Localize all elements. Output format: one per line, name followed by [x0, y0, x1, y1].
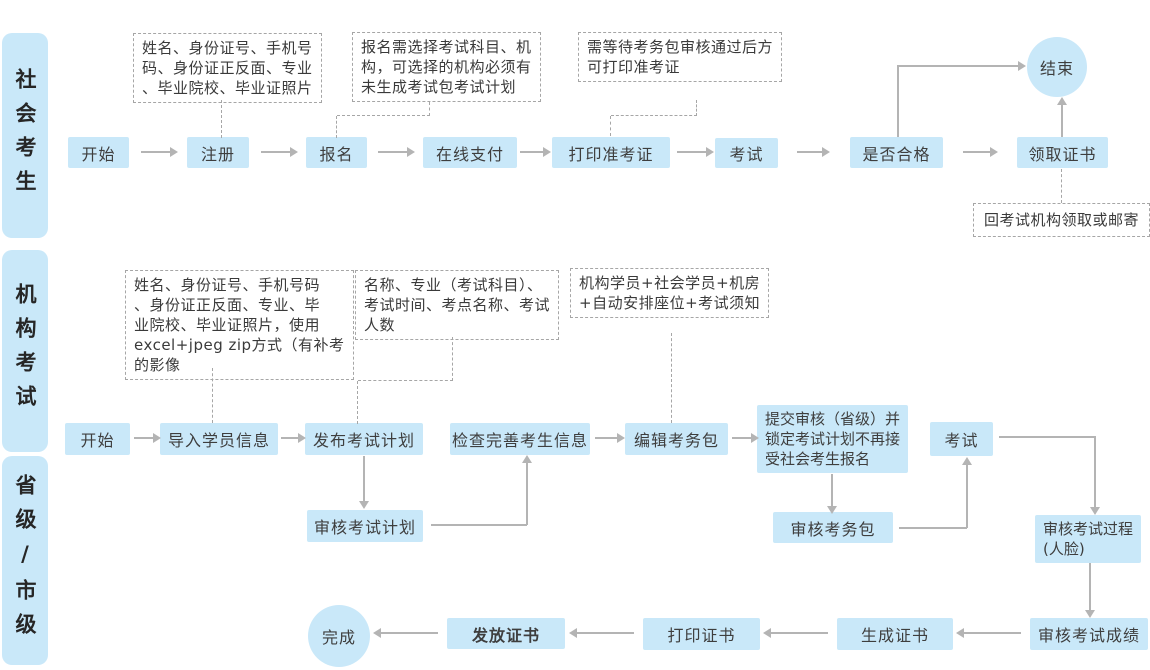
node-issue-certificate: 发放证书	[447, 618, 565, 649]
arrow-start-to-register	[141, 147, 178, 157]
arrow-print-to-exam	[677, 147, 714, 157]
arrow-pay-to-print	[520, 147, 551, 157]
node-submit-for-review: 提交审核（省级）并 锁定考试计划不再接 受社会考生报名	[757, 405, 909, 473]
node-review-exam-process-face: 审核考试过程 (人脸)	[1035, 515, 1142, 563]
arrow-check-to-edit	[595, 433, 625, 443]
note-registration-fields: 姓名、身份证号、手机号 码、身份证正反面、专业 、毕业院校、毕业证照片	[133, 33, 322, 103]
arrow-pass-to-end	[897, 61, 1026, 71]
note-exam-package-contents: 机构学员+社会学员+机房 +自动安排座位+考试须知	[570, 268, 770, 318]
node-start-social: 开始	[68, 137, 129, 168]
connector-plan-note-v1	[452, 337, 453, 381]
lane-label-institution-exam: 机构考试	[2, 250, 48, 452]
lane-label-text: 社会考生	[13, 67, 37, 204]
arrow-signup-to-pay	[378, 147, 415, 157]
node-online-payment: 在线支付	[423, 137, 517, 168]
node-review-exam-scores: 审核考试成绩	[1030, 618, 1148, 650]
arrow-exam-to-pass	[797, 147, 830, 157]
node-print-certificate: 打印证书	[643, 618, 760, 650]
connector-plan-note-h	[358, 380, 453, 381]
lane-label-provincial-municipal: 省级/市级	[2, 456, 48, 665]
node-review-exam-package: 审核考务包	[773, 512, 893, 543]
connector-signup-note-v1	[429, 102, 430, 116]
node-review-exam-plan: 审核考试计划	[307, 510, 423, 542]
lane-label-social-candidates: 社会考生	[2, 33, 48, 238]
elbow-pass-to-end-vertical	[897, 66, 899, 137]
arrow-register-to-signup	[261, 147, 298, 157]
note-exam-plan-fields: 名称、专业（考试科目）、 考试时间、考点名称、考试 人数	[355, 270, 560, 340]
arrow-pass-to-cert	[963, 147, 998, 157]
lane-label-text: 机构考试	[13, 283, 37, 419]
node-pass-check: 是否合格	[850, 137, 943, 168]
node-end-circle: 结束	[1027, 37, 1087, 97]
note-signup-requirements: 报名需选择考试科目、机 构，可选择的机构必须有 未生成考试包考试计划	[352, 32, 541, 102]
node-generate-certificate: 生成证书	[837, 618, 953, 650]
connector-plan-note-v2	[357, 381, 358, 424]
connector-register-note	[221, 100, 222, 138]
connector-ticket-note-h	[611, 115, 697, 116]
arrow-edit-to-submit	[732, 433, 759, 443]
arrow-import-to-publish	[281, 433, 306, 443]
lane-label-text: 省级/市级	[13, 474, 37, 647]
arrow-proc-review-to-score-review	[1085, 563, 1095, 618]
note-certificate-pickup: 回考试机构领取或邮寄	[973, 203, 1150, 237]
node-print-admission-ticket: 打印准考证	[552, 137, 670, 168]
note-admission-ticket-condition: 需等待考务包审核通过后方 可打印准考证	[578, 32, 783, 82]
node-publish-exam-plan: 发布考试计划	[305, 423, 423, 455]
connector-signup-note-h	[337, 115, 430, 116]
connector-cert-note	[1061, 169, 1062, 203]
note-import-fields: 姓名、身份证号、手机号码 、身份证正反面、专业、毕 业院校、毕业证照片，使用 e…	[125, 270, 354, 380]
arrow-publish-to-plan-review	[359, 456, 369, 509]
node-signup: 报名	[306, 137, 367, 168]
arrow-score-review-to-gen-cert	[956, 628, 1021, 638]
elbow-exam-to-proc-review-horizontal	[999, 436, 1096, 438]
connector-ticket-note-v1	[696, 100, 697, 116]
arrow-cert-to-end	[1057, 97, 1067, 137]
connector-ticket-note-v2	[610, 116, 611, 136]
arrow-plan-review-to-check	[522, 455, 532, 525]
elbow-plan-review-horizontal	[431, 524, 527, 526]
arrow-gen-cert-to-print-cert	[763, 628, 828, 638]
node-edit-exam-package: 编辑考务包	[625, 423, 728, 455]
arrow-print-cert-to-issue-cert	[569, 628, 634, 638]
connector-import-note	[212, 368, 213, 423]
node-start-institution: 开始	[65, 423, 130, 455]
arrow-submit-to-pkg-review	[827, 474, 837, 514]
arrow-start-to-import	[134, 433, 161, 443]
node-register: 注册	[187, 137, 249, 168]
arrow-exam-to-proc-review	[1090, 436, 1100, 515]
connector-package-note	[671, 333, 672, 423]
node-exam-institution: 考试	[930, 422, 993, 456]
node-import-student-info: 导入学员信息	[160, 423, 278, 455]
elbow-pkg-review-horizontal	[899, 527, 967, 529]
arrow-pkg-review-to-exam	[962, 457, 972, 528]
node-exam-social: 考试	[715, 138, 778, 168]
node-receive-certificate: 领取证书	[1017, 137, 1108, 168]
connector-signup-note-v2	[336, 116, 337, 138]
arrow-issue-cert-to-done	[373, 628, 438, 638]
node-check-candidate-info: 检查完善考生信息	[450, 423, 590, 455]
node-done-circle: 完成	[308, 605, 370, 667]
